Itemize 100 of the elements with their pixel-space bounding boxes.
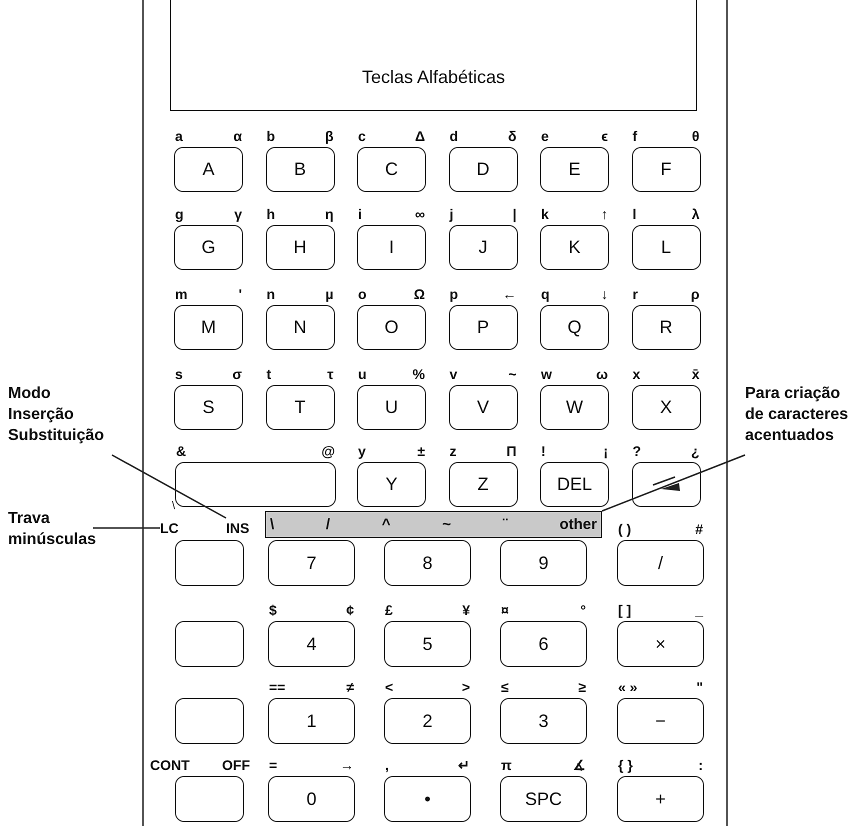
calculator-key: C xyxy=(357,147,426,192)
key-label: ↑ xyxy=(601,206,608,222)
annotation-text: Modo Inserção Substituição xyxy=(8,383,112,446)
calculator-key xyxy=(175,776,244,822)
key-label: µ xyxy=(325,286,334,302)
calculator-key: 8 xyxy=(384,540,471,586)
accent-mark: / xyxy=(326,516,330,533)
calculator-key: V xyxy=(448,385,518,430)
key-label: , xyxy=(385,757,389,773)
key-label: ± xyxy=(417,443,425,459)
calculator-key: Y xyxy=(357,462,426,507)
key-label: < xyxy=(385,679,394,695)
key-label: other xyxy=(559,516,597,533)
calculator-key: • xyxy=(384,776,471,822)
key-label: # xyxy=(695,521,703,537)
key-label: : xyxy=(698,757,703,773)
calculator-key: / xyxy=(617,540,704,586)
key-label: c xyxy=(358,128,366,144)
key-label: { } xyxy=(618,757,633,773)
calculator-key: + xyxy=(617,776,704,822)
key-label: b xyxy=(266,128,276,144)
key-label: δ xyxy=(508,128,516,144)
calculator-key: N xyxy=(266,305,334,350)
calculator-key: 6 xyxy=(500,621,587,667)
calculator-key: Z xyxy=(448,462,518,507)
calculator-key: D xyxy=(448,147,518,192)
key-label: ↓ xyxy=(601,286,608,302)
key-label: r xyxy=(632,286,638,302)
calculator-key: R xyxy=(632,305,700,350)
calculator-key: 1 xyxy=(268,698,355,744)
key-label: ¥ xyxy=(462,602,470,618)
key-label: β xyxy=(324,128,334,144)
key-label: ↵ xyxy=(458,757,470,773)
key-label: LC xyxy=(160,518,179,538)
calculator-key: 2 xyxy=(384,698,471,744)
key-label: = xyxy=(269,757,278,773)
annotation-text: Trava minúsculas xyxy=(8,508,93,550)
key-label: a xyxy=(175,128,183,144)
calculator-key: − xyxy=(617,698,704,744)
calculator-key: L xyxy=(632,225,700,270)
key-label: v xyxy=(450,366,458,382)
key-label: & xyxy=(176,443,186,459)
calculator-key: 4 xyxy=(268,621,355,667)
calculator-key: 5 xyxy=(384,621,471,667)
calculator-key: × xyxy=(617,621,704,667)
calculator-key: 3 xyxy=(500,698,587,744)
key-label: ~ xyxy=(508,366,516,382)
leader-line xyxy=(112,454,226,519)
key-label: o xyxy=(358,286,367,302)
key-label: ρ xyxy=(690,286,700,302)
key-label: ¡ xyxy=(603,443,608,459)
key-label: @ xyxy=(321,443,335,459)
key-label: > xyxy=(462,679,470,695)
key-label: d xyxy=(450,128,458,144)
key-label: m xyxy=(175,286,188,302)
key-label: ( ) xyxy=(618,521,632,537)
key-label: ! xyxy=(541,443,546,459)
calculator-key: S xyxy=(174,385,243,430)
key-label: " xyxy=(696,679,703,695)
accent-mark: ~ xyxy=(442,516,452,533)
calculator-key: X xyxy=(632,385,700,430)
calculator-key: H xyxy=(266,225,334,270)
key-label: u xyxy=(358,366,367,382)
key-label: π xyxy=(501,757,512,773)
key-label: \ xyxy=(172,499,176,514)
annotation-text: Para criação de caracteres acentuados xyxy=(745,383,857,446)
key-label: [ ] xyxy=(618,602,632,618)
calculator-key: M xyxy=(174,305,243,350)
key-label: Π xyxy=(506,443,516,459)
key-label: ? xyxy=(632,443,642,459)
key-label: → xyxy=(340,757,354,773)
accent-bar xyxy=(265,511,602,538)
key-label: ≤ xyxy=(501,679,509,695)
calculator-key xyxy=(175,621,244,667)
key-label: | xyxy=(512,206,516,222)
key-label: y xyxy=(358,443,366,459)
key-label: « » xyxy=(618,679,638,695)
leader-line xyxy=(93,527,160,529)
calculator-key: A xyxy=(174,147,243,192)
key-label: ¤ xyxy=(501,602,509,618)
key-label: γ xyxy=(234,206,242,222)
calculator-key: W xyxy=(540,385,609,430)
calculator-key: DEL xyxy=(540,462,609,507)
key-label: ° xyxy=(580,602,586,618)
key-label: t xyxy=(266,366,272,382)
calculator-key: P xyxy=(448,305,518,350)
calculator-key: 0 xyxy=(268,776,355,822)
calculator-key xyxy=(632,462,700,507)
key-label: ¿ xyxy=(690,443,700,459)
key-label: z xyxy=(450,443,456,459)
key-label: ← xyxy=(502,286,516,302)
key-label: e xyxy=(541,128,549,144)
key-label: x̄ xyxy=(692,366,700,382)
accent-mark: ¨ xyxy=(502,516,508,533)
key-label: $ xyxy=(269,602,277,618)
calculator-key: U xyxy=(357,385,426,430)
key-label: n xyxy=(266,286,276,302)
key-label: l xyxy=(632,206,636,222)
key-label: _ xyxy=(695,602,703,618)
accent-mark: ^ xyxy=(382,516,391,533)
